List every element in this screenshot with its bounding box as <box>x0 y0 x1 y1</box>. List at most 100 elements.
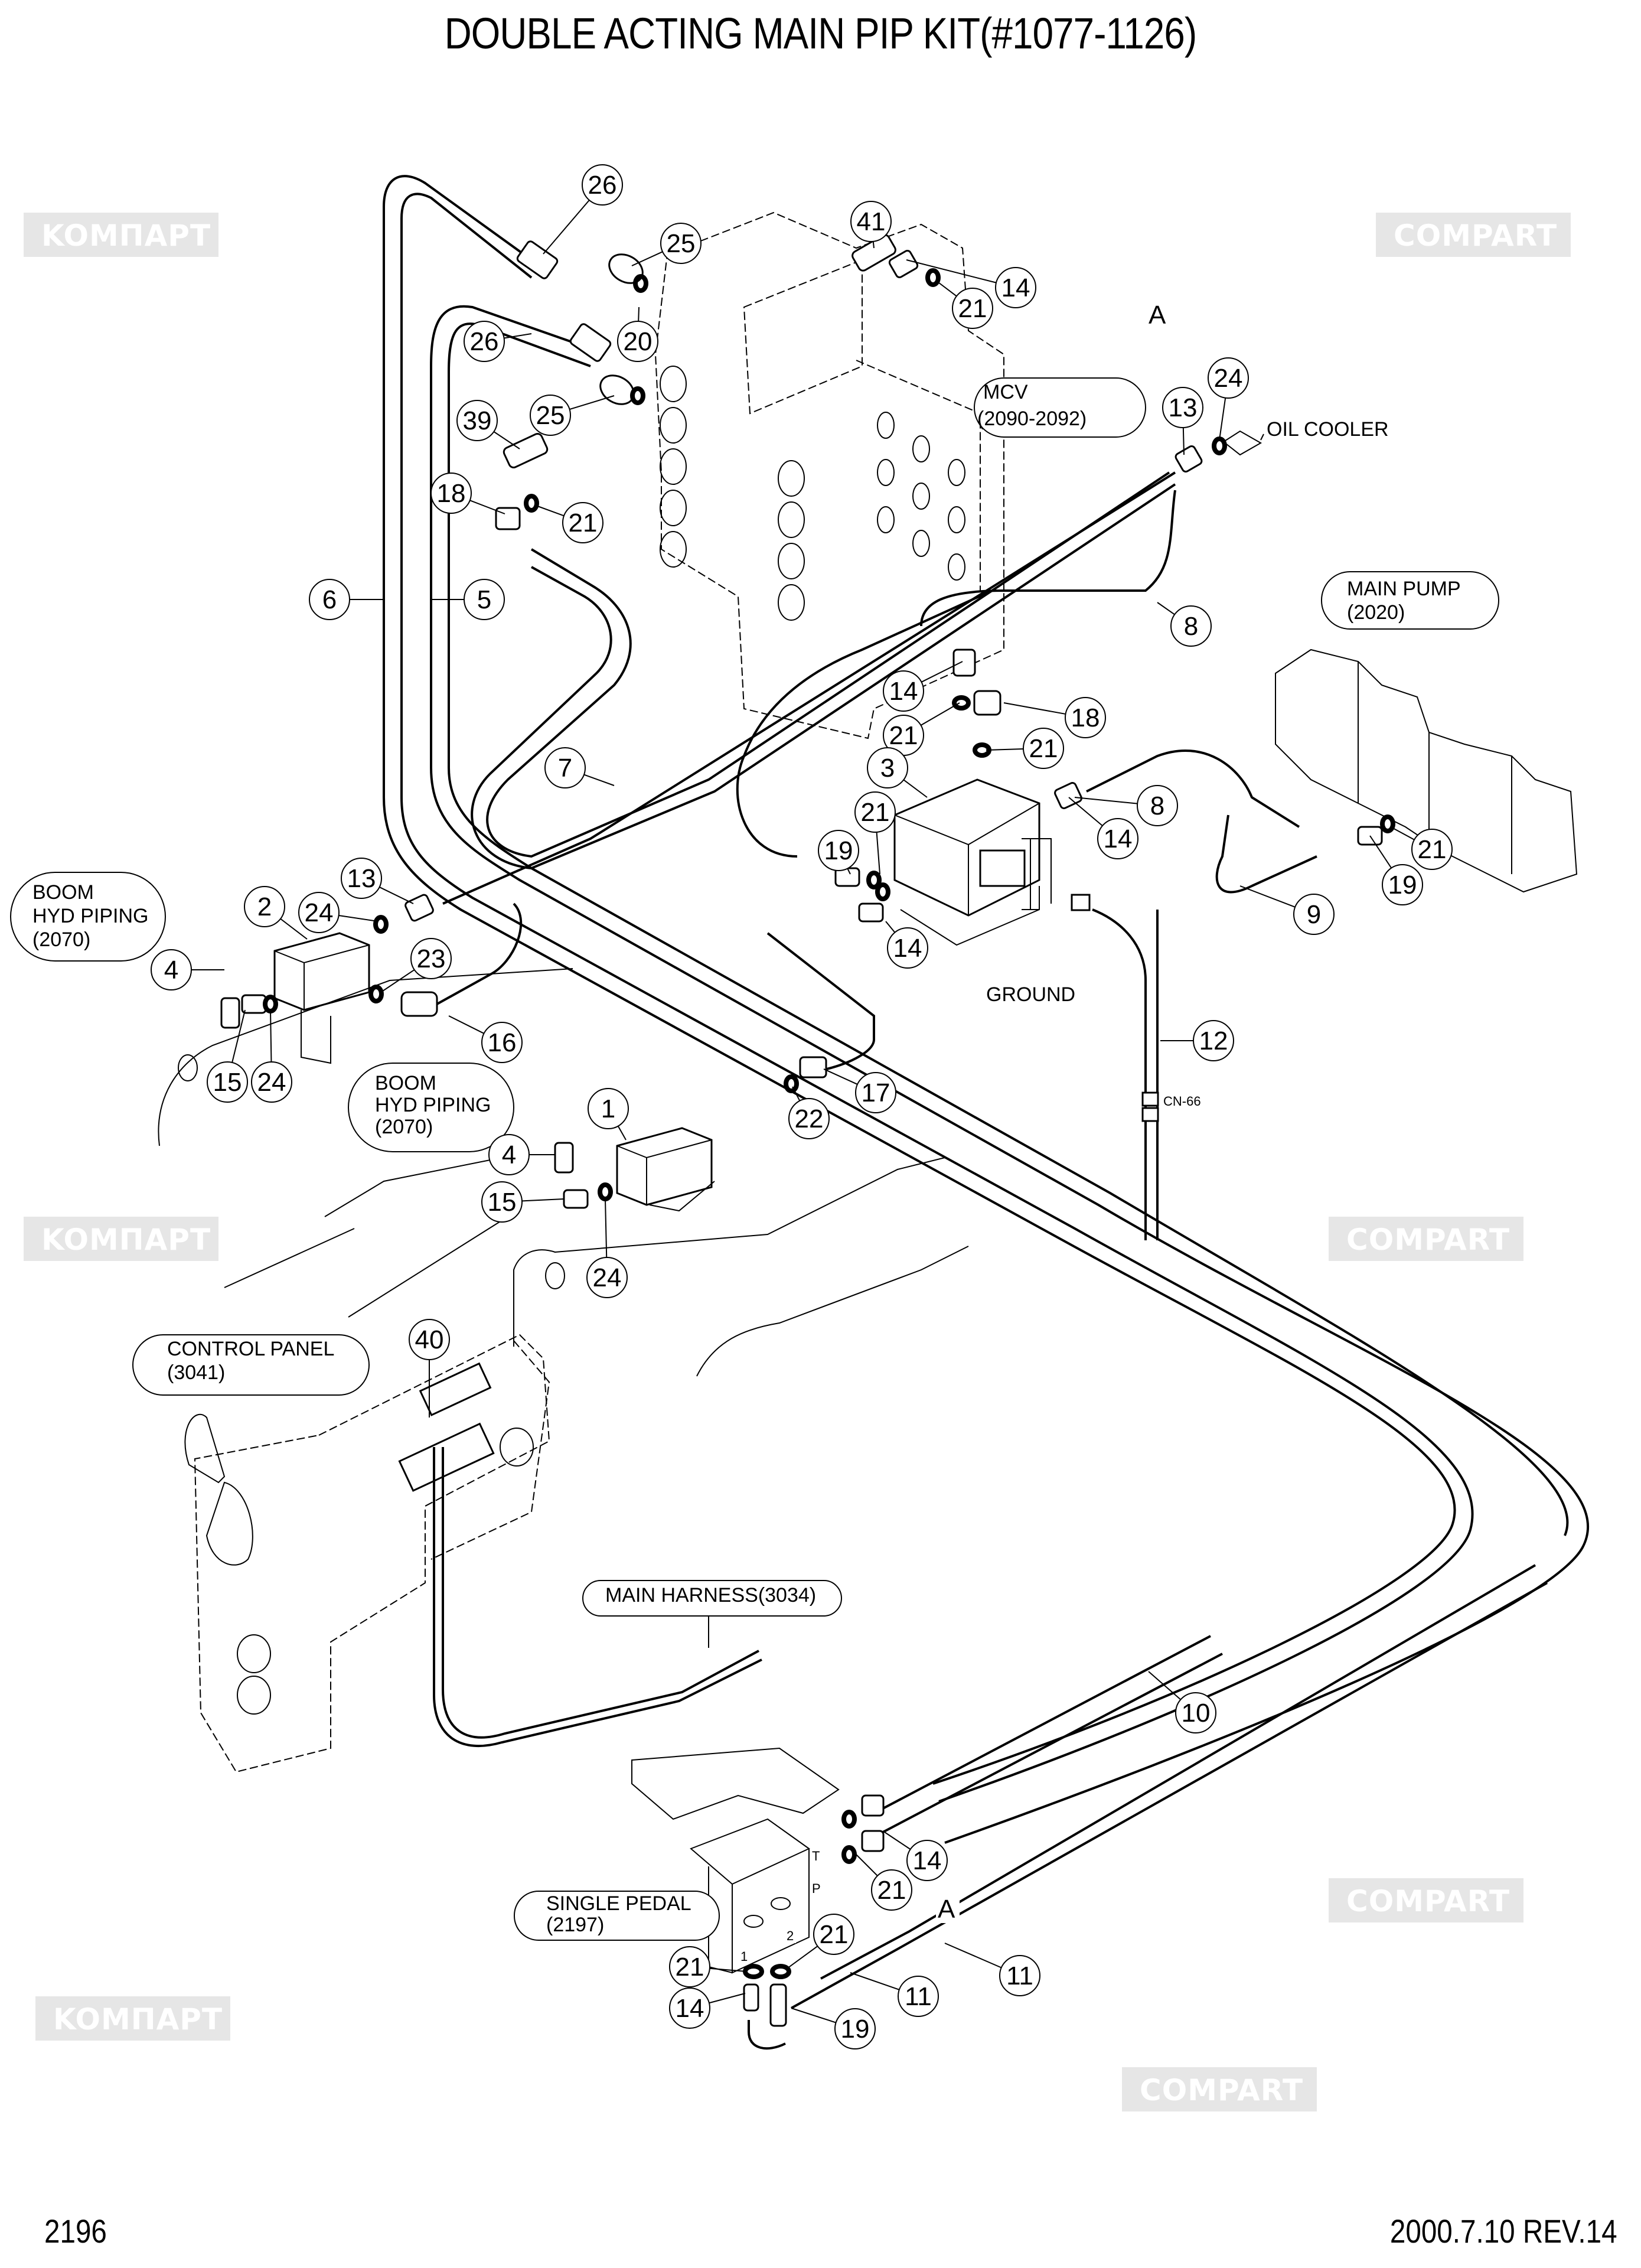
svg-text:2: 2 <box>787 1928 794 1943</box>
callout-23: 23 <box>380 938 452 993</box>
svg-text:CONTROL PANEL: CONTROL PANEL <box>167 1338 334 1360</box>
svg-text:1: 1 <box>740 1949 748 1964</box>
callout-25: 25 <box>631 223 702 266</box>
note-ground: GROUND <box>983 982 1089 1008</box>
callout-circle <box>995 267 1036 308</box>
callout-number: 21 <box>569 509 598 537</box>
callout-leader <box>1182 427 1185 455</box>
port-t-label: T <box>811 1849 823 1863</box>
valve-block-2 <box>273 932 370 1064</box>
callout-circle <box>669 1987 710 2029</box>
callout-leader <box>709 1993 746 2004</box>
callout-circle <box>1137 785 1178 826</box>
callout-leader <box>986 748 1024 751</box>
section-mark-a-bottom: A <box>936 1895 960 1924</box>
revision-date: 2000.7.10 REV.14 <box>1390 2212 1617 2250</box>
port-1-label: 1 <box>739 1949 750 1964</box>
callout-circle <box>586 1257 628 1298</box>
callout-26: 26 <box>464 321 532 362</box>
hose-10 <box>873 1635 1211 1814</box>
hose-6 <box>383 175 1456 1785</box>
callout-leader <box>903 779 928 798</box>
callout-circle <box>1193 1020 1234 1061</box>
valve-block-3 <box>893 778 1040 946</box>
callout-20: 20 <box>617 307 658 362</box>
fitting-39 <box>503 433 549 468</box>
fitting-14-lower <box>858 902 884 923</box>
callout-circle <box>151 949 192 990</box>
callout-leader <box>231 1009 246 1063</box>
callout-number: 20 <box>624 327 653 356</box>
callout-circle <box>669 1946 710 1987</box>
callout-21: 21 <box>1390 826 1453 870</box>
callout-leader <box>638 307 640 322</box>
oring-20a <box>633 274 648 293</box>
callout-24: 24 <box>251 1009 292 1103</box>
port-p-label: P <box>811 1881 823 1896</box>
hose-7b <box>471 483 1176 870</box>
callout-number: 18 <box>1071 703 1100 732</box>
callout-circle <box>617 321 658 362</box>
watermark-tile: COMPART <box>1329 1878 1523 1922</box>
callout-3: 3 <box>867 747 928 798</box>
callout-21: 21 <box>986 728 1064 769</box>
hose-9 <box>1215 814 1317 894</box>
svg-text:(3041): (3041) <box>167 1361 225 1384</box>
callout-19: 19 <box>818 830 859 875</box>
callout-circle <box>207 1061 248 1103</box>
callout-leader <box>379 887 414 904</box>
svg-text:MAIN HARNESS(3034): MAIN HARNESS(3034) <box>605 1584 816 1606</box>
mcv-valve-block <box>654 211 1004 739</box>
fitting-41 <box>852 234 896 272</box>
callout-leader <box>920 702 960 726</box>
oring-21-c <box>875 882 890 901</box>
callout-leader <box>543 200 590 255</box>
callout-leader <box>876 832 880 875</box>
oring-21-center <box>952 695 971 711</box>
callout-circle <box>1208 357 1249 399</box>
hose-8 <box>920 490 1176 627</box>
fitting-4-left <box>220 997 240 1029</box>
oring-21-pedal-a <box>841 1810 857 1829</box>
callout-circle <box>464 579 505 620</box>
boom-structure <box>158 968 969 1377</box>
callout-number: 14 <box>1104 825 1133 853</box>
callout-number: 23 <box>417 944 446 973</box>
fitting-14-top <box>888 249 919 279</box>
callout-number: 26 <box>470 327 499 356</box>
connector-12 <box>1071 894 1091 911</box>
callout-7: 7 <box>544 747 615 788</box>
callout-number: 9 <box>1307 900 1321 929</box>
callout-10: 10 <box>1148 1671 1216 1733</box>
callout-leader <box>534 504 565 517</box>
fitting-26-top <box>516 240 559 279</box>
callout-circle <box>464 321 505 362</box>
svg-text:(2020): (2020) <box>1347 601 1405 624</box>
callout-leader <box>631 251 663 266</box>
connector-cn66-b <box>1141 1107 1159 1122</box>
callout-circle <box>430 472 472 514</box>
callout-number: 21 <box>861 798 890 827</box>
svg-text:A: A <box>1149 301 1166 330</box>
svg-text:OIL COOLER: OIL COOLER <box>1267 418 1389 441</box>
svg-text:P: P <box>812 1881 821 1896</box>
callout-number: 19 <box>824 836 853 865</box>
callout-number: 21 <box>877 1876 906 1905</box>
hose-13 <box>442 471 1176 905</box>
callout-14: 14 <box>1068 797 1138 859</box>
mcv-spools <box>660 366 965 621</box>
note-main-harness: MAIN HARNESS(3034) <box>582 1580 842 1648</box>
callout-leader <box>617 1126 627 1140</box>
watermark-tile: KOMПAPT <box>24 213 218 257</box>
callout-number: 16 <box>488 1028 517 1057</box>
oring-23 <box>368 985 384 1003</box>
svg-text:(2070): (2070) <box>32 928 90 951</box>
callout-circle <box>871 1869 912 1911</box>
callout-number: 21 <box>1029 734 1058 763</box>
fitting-13-left <box>404 894 434 922</box>
callout-circle <box>244 886 285 927</box>
oring-21-b <box>866 871 882 889</box>
hose-11b <box>791 1582 1548 2009</box>
elbow-pedal <box>748 2020 786 2050</box>
svg-text:(2070): (2070) <box>375 1116 433 1138</box>
